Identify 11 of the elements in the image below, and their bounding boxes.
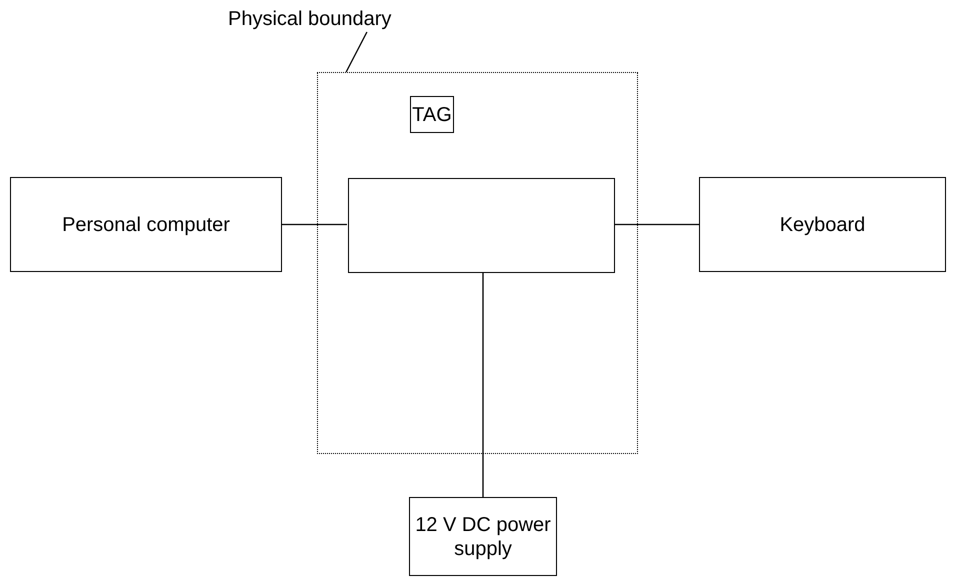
tag-box: TAG <box>410 96 454 133</box>
connector-line <box>482 272 484 497</box>
process-box: 12 V DC power supply <box>409 497 557 576</box>
leader-line <box>346 32 368 72</box>
connector-line <box>614 224 699 226</box>
connector-line <box>282 224 347 226</box>
boundary-label: Physical boundary <box>228 7 392 31</box>
boundary-outline <box>317 72 638 454</box>
process-box: Personal computer <box>10 177 282 272</box>
device-box <box>348 178 615 273</box>
process-box: Keyboard <box>699 177 946 272</box>
